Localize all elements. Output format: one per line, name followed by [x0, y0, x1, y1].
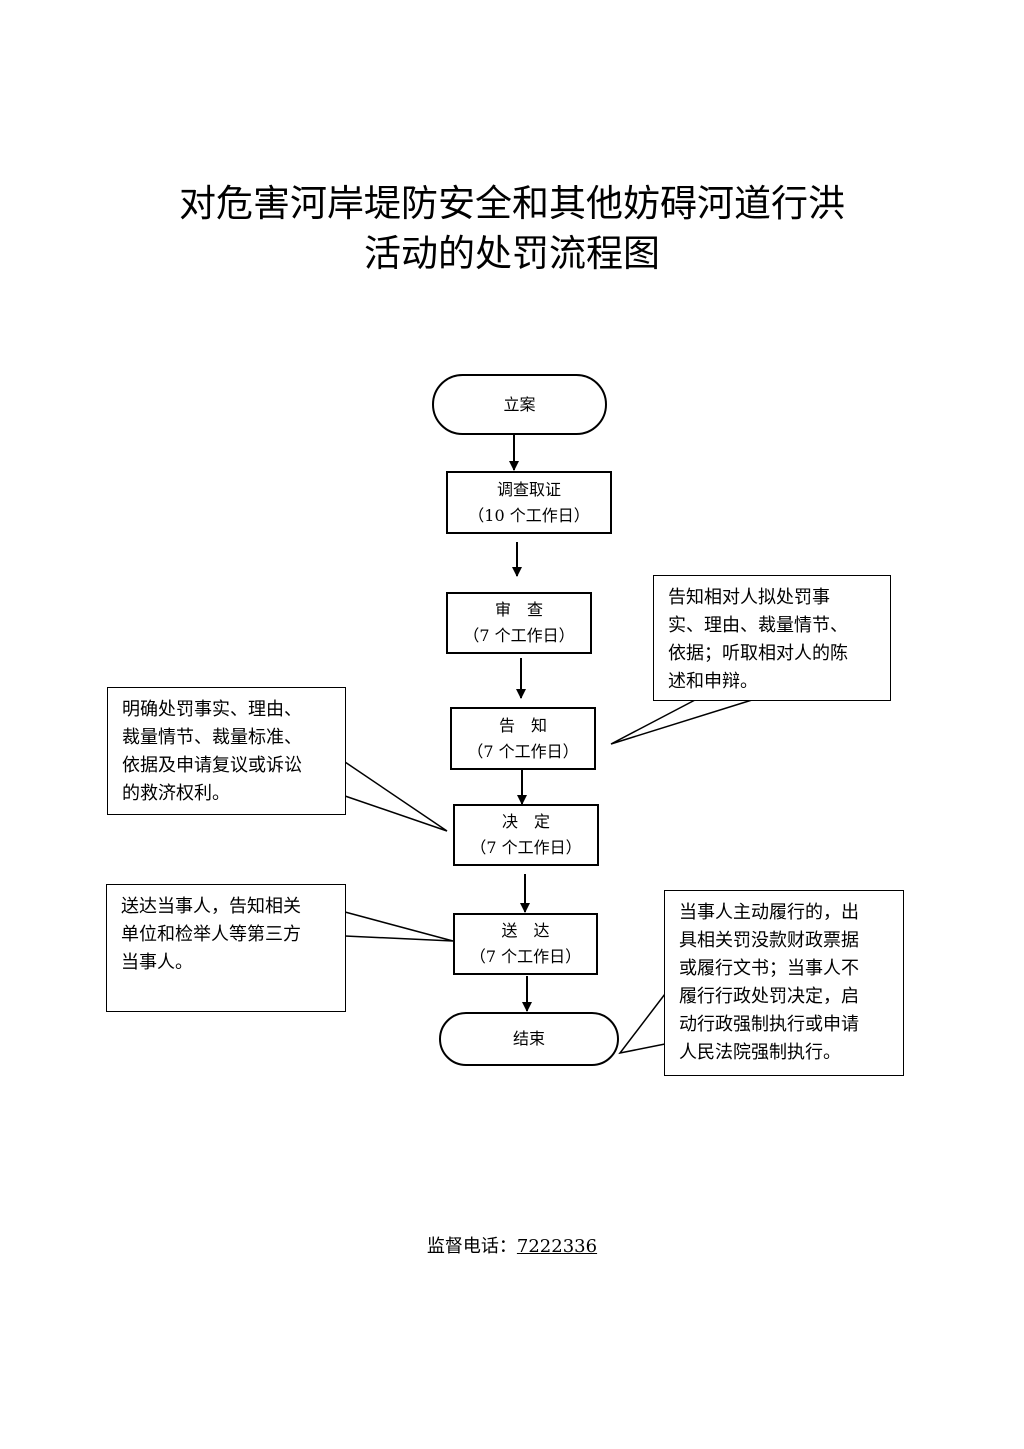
note-end-line: 人民法院强制执行。: [679, 1042, 841, 1063]
node-notify: 告 知 （7 个工作日）: [450, 707, 596, 770]
node-start: 立案: [432, 374, 607, 435]
callout-pointer-decide: [344, 761, 448, 832]
note-decide: 明确处罚事实、理由、 裁量情节、裁量标准、 依据及申请复议或诉讼 的救济权利。: [107, 687, 346, 815]
node-end: 结束: [439, 1012, 619, 1066]
note-end-line: 履行行政处罚决定，启: [679, 986, 859, 1007]
node-start-label: 立案: [503, 394, 536, 414]
node-notify-duration: （7 个工作日）: [467, 741, 579, 761]
callout-pointer-end: [618, 993, 666, 1055]
page-title-line-2: 活动的处罚流程图: [364, 232, 660, 275]
note-decide-line: 的救济权利。: [122, 783, 230, 804]
note-decide-line: 明确处罚事实、理由、: [122, 699, 302, 720]
note-end: 当事人主动履行的，出 具相关罚没款财政票据 或履行文书；当事人不 履行行政处罚决…: [664, 890, 904, 1076]
note-decide-line: 依据及申请复议或诉讼: [122, 755, 302, 776]
note-deliver-line: 当事人。: [121, 952, 193, 973]
node-decide-duration: （7 个工作日）: [470, 838, 582, 857]
note-decide-line: 裁量情节、裁量标准、: [122, 727, 302, 748]
callout-pointer-deliver: [344, 911, 454, 942]
note-notify-line: 述和申辩。: [668, 671, 758, 692]
node-deliver-label: 送 达: [501, 921, 550, 940]
node-investigate-label: 调查取证: [496, 479, 561, 499]
note-deliver-line: 送达当事人，告知相关: [121, 896, 301, 917]
node-notify-label: 告 知: [498, 715, 547, 735]
callout-pointer-notify: [610, 699, 753, 745]
node-review-label: 审 查: [494, 600, 543, 619]
node-end-label: 结束: [512, 1029, 545, 1048]
note-notify-line: 实、理由、裁量情节、: [668, 615, 848, 636]
note-end-line: 具相关罚没款财政票据: [679, 930, 859, 951]
node-investigate: 调查取证 （10 个工作日）: [446, 471, 612, 534]
node-decide: 决 定 （7 个工作日）: [453, 804, 599, 866]
page-title-line-1: 对危害河岸堤防安全和其他妨碍河道行洪: [179, 182, 845, 225]
node-decide-label: 决 定: [501, 812, 550, 831]
supervision-hotline-number: 7222336: [516, 1236, 598, 1257]
note-notify-line: 告知相对人拟处罚事: [668, 587, 830, 608]
supervision-hotline-label: 监督电话：: [426, 1236, 517, 1257]
note-notify-line: 依据；听取相对人的陈: [668, 643, 848, 664]
note-end-line: 动行政强制执行或申请: [679, 1014, 859, 1035]
node-review: 审 查 （7 个工作日）: [446, 592, 592, 654]
node-deliver: 送 达 （7 个工作日）: [453, 913, 598, 975]
note-notify: 告知相对人拟处罚事 实、理由、裁量情节、 依据；听取相对人的陈 述和申辩。: [653, 575, 891, 701]
node-review-duration: （7 个工作日）: [463, 626, 575, 645]
node-deliver-duration: （7 个工作日）: [469, 947, 582, 966]
note-deliver-line: 单位和检举人等第三方: [121, 924, 301, 945]
node-investigate-duration: （10 个工作日）: [468, 505, 590, 525]
note-end-line: 或履行文书；当事人不: [679, 958, 859, 979]
note-end-line: 当事人主动履行的，出: [679, 902, 859, 923]
note-deliver: 送达当事人，告知相关 单位和检举人等第三方 当事人。: [106, 884, 346, 1012]
supervision-hotline: 监督电话：7222336: [0, 1232, 1024, 1258]
